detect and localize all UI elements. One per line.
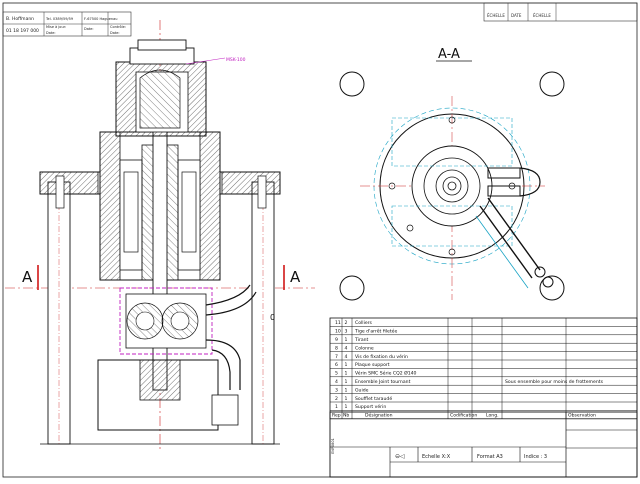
small-zero-label: 0 bbox=[270, 313, 275, 322]
ref-line: Tel. 0389/59/59 bbox=[45, 17, 73, 21]
bom-designation: Vis de fixation du vérin bbox=[355, 353, 408, 360]
cut-marker-left: A bbox=[22, 268, 33, 286]
bom-observation: Sous ensemble pour moins de frottements bbox=[505, 379, 604, 385]
projection-symbol: ⊖◁ bbox=[395, 453, 405, 460]
bom-designation: Plaque support bbox=[355, 362, 390, 368]
bom-row: 1 1 Support vérin bbox=[335, 403, 386, 410]
sheet-border bbox=[2, 2, 638, 478]
sheet-id: ENP0801 bbox=[331, 438, 335, 454]
bom-qty: 2 bbox=[345, 320, 348, 326]
bom-row: 10 3 Tige d'arrêt filetée bbox=[335, 328, 397, 335]
bom-row: 3 1 Guide bbox=[335, 387, 369, 393]
bom-rep: 4 bbox=[335, 379, 338, 385]
format-label: Format A3 bbox=[477, 454, 503, 460]
bom-qty: 1 bbox=[345, 404, 348, 410]
bom-rep: 1 bbox=[335, 404, 338, 410]
bom-row: 4 1 Ensemble Joint tournant Sous ensemble p… bbox=[335, 379, 604, 385]
bom-qty: 1 bbox=[345, 362, 348, 368]
section-a-a-view: A-A bbox=[339, 47, 565, 301]
bom-row: 7 4 Vis de fixation du vérin bbox=[335, 353, 408, 360]
bom-rep: 6 bbox=[335, 362, 338, 368]
sectional-front-view: MSK-100 A A 0 bbox=[5, 20, 315, 450]
bom-qty: 1 bbox=[345, 396, 348, 402]
bom-qty: 1 bbox=[345, 387, 348, 393]
bom-qty: 1 bbox=[345, 371, 348, 377]
check-date-label: Date: bbox=[110, 31, 120, 35]
bom-designation: Tirant bbox=[354, 337, 369, 343]
bom-designation: Guide bbox=[355, 387, 369, 393]
drawing-number: 01 18 197 000 bbox=[6, 28, 39, 34]
rotating-joint-outline bbox=[119, 287, 213, 355]
bom-rep: 8 bbox=[335, 345, 338, 351]
cut-marker-right: A bbox=[290, 268, 301, 286]
bom-rep: 11 bbox=[335, 320, 341, 326]
bom-rep: 2 bbox=[335, 396, 338, 402]
bom-designation: Support vérin bbox=[355, 403, 386, 410]
sheet-code-3: ÉCHELLE bbox=[533, 13, 551, 18]
bom-header-cell: Codification bbox=[450, 413, 477, 419]
bom-designation: Colonne bbox=[355, 345, 374, 351]
bom-rep: 7 bbox=[335, 354, 338, 360]
bom-qty: 4 bbox=[345, 345, 348, 351]
bom-qty: 3 bbox=[345, 329, 348, 335]
date-label-2: Date: bbox=[84, 27, 94, 31]
bom-header-cell: Observation bbox=[568, 413, 596, 419]
bom-qty: 4 bbox=[345, 354, 348, 360]
bom-designation: Tige d'arrêt filetée bbox=[354, 328, 397, 335]
bom-designation: Vérin SMC Série CQ2 Ø140 bbox=[355, 370, 417, 377]
header-cartouche: B. Hoffmann 01 18 197 000 Tel. 0389/59/5… bbox=[2, 11, 132, 37]
scale-label: Echelle X:X bbox=[422, 454, 451, 460]
bom-row: 2 1 Soufflet taraudé bbox=[335, 395, 392, 402]
update-label: Mise à jour: bbox=[46, 25, 66, 29]
bom-header-cell: Long. bbox=[486, 413, 499, 419]
callout-label: MSK-100 bbox=[226, 57, 246, 63]
top-right-cartouche: ÉCHELLE DATE ÉCHELLE bbox=[483, 2, 638, 22]
section-title: A-A bbox=[438, 47, 460, 62]
bom-row: 11 2 Colliers bbox=[335, 320, 373, 326]
bom-header-cell: Désignation bbox=[365, 412, 393, 419]
bom-header-cell: Rep bbox=[332, 413, 341, 419]
index-label: Indice : 3 bbox=[524, 454, 547, 460]
bom-designation: Ensemble Joint tournant bbox=[355, 379, 411, 385]
sheet-code-2: DATE bbox=[511, 13, 522, 18]
address: F-67500 Haguenau bbox=[84, 17, 117, 21]
date-label: Date: bbox=[46, 31, 56, 35]
bom-header-cell: Nb bbox=[343, 413, 349, 419]
bom-qty: 1 bbox=[345, 337, 348, 343]
bom-designation: Soufflet taraudé bbox=[355, 395, 392, 402]
bom-rep: 3 bbox=[335, 387, 338, 393]
sheet-code-1: ÉCHELLE bbox=[487, 13, 505, 18]
check-label: Contrôle: bbox=[110, 25, 126, 29]
bom-row: 9 1 Tirant bbox=[335, 337, 369, 343]
bom-rep: 5 bbox=[335, 371, 338, 377]
bom-row: 5 1 Vérin SMC Série CQ2 Ø140 bbox=[335, 370, 417, 377]
bom-row: 8 4 Colonne bbox=[335, 345, 374, 351]
bom-row: 6 1 Plaque support bbox=[335, 362, 390, 368]
bom-qty: 1 bbox=[345, 379, 348, 385]
bom-designation: Colliers bbox=[355, 320, 373, 326]
bom-rep: 9 bbox=[335, 337, 338, 343]
title-block: ⊖◁ Echelle X:X Format A3 Indice : 3 ENP0… bbox=[329, 411, 638, 478]
author-name: B. Hoffmann bbox=[6, 16, 34, 22]
bom-rep: 10 bbox=[335, 329, 341, 335]
